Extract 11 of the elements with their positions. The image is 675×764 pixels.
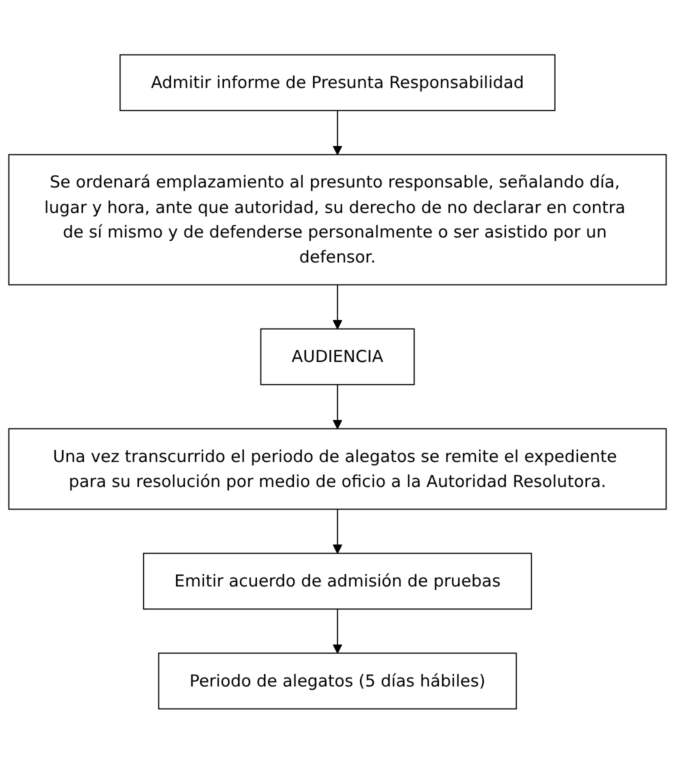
node-box: Se ordenará emplazamiento al presunto responsable, señalando día, lugar y hora, ante que autoridad, su derecho de no declarar en contra de sí mismo y de defenderse personalmente o ser asistido por un defensor.	[8, 154, 667, 286]
arrow	[332, 284, 342, 330]
arrow	[332, 384, 342, 430]
node-box: Admitir informe de Presunta Responsabilidad	[120, 54, 556, 112]
arrow	[332, 609, 342, 654]
node-box: AUDIENCIA	[260, 328, 415, 386]
node-box: Emitir acuerdo de admisión de pruebas	[143, 552, 532, 610]
node-box: Una vez transcurrido el periodo de alegatos se remite el expediente para su resolución por medio de oficio a la Autoridad Resolutora.	[8, 428, 667, 510]
arrow	[332, 110, 342, 156]
node-box: Periodo de alegatos (5 días hábiles)	[158, 652, 517, 710]
arrow	[332, 509, 342, 554]
